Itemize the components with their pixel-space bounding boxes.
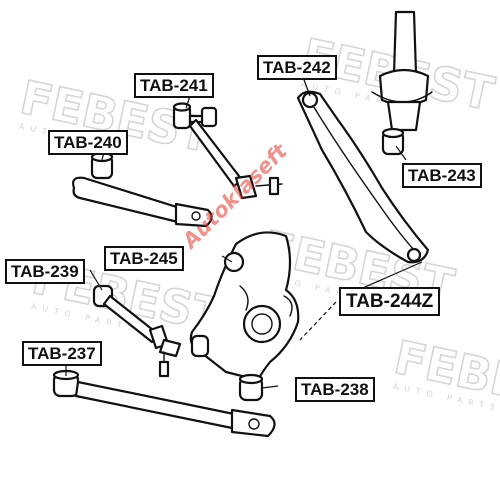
label-tab240: TAB-240 [48, 130, 128, 155]
label-tab243: TAB-243 [402, 163, 482, 188]
label-tab242: TAB-242 [257, 55, 337, 80]
link-tab240 [72, 176, 213, 228]
label-tab238: TAB-238 [295, 377, 375, 402]
knuckle [189, 231, 300, 382]
link-tab237 [52, 369, 276, 438]
bushing-tab240 [90, 151, 114, 180]
label-tab237: TAB-237 [22, 341, 102, 366]
label-tab241: TAB-241 [134, 73, 214, 98]
label-tab239: TAB-239 [5, 259, 85, 284]
bushing-tab243 [381, 127, 405, 156]
shock-absorber [371, 10, 433, 132]
label-tab245: TAB-245 [104, 246, 184, 271]
bushing-tab238 [238, 373, 264, 402]
label-tab244z: TAB-244Z [339, 287, 441, 316]
watermark-5: FEBEST AUTO PARTS [389, 329, 500, 424]
upper-arm-tab242 [296, 90, 430, 264]
rod-tab239 [92, 284, 182, 378]
rod-tab241 [172, 102, 283, 200]
